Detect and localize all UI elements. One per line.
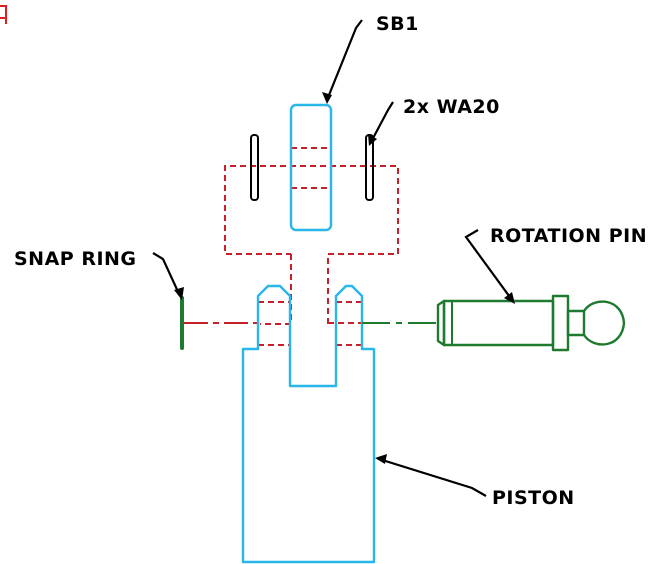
corner-mark [0,5,7,24]
pin-neck [566,309,586,337]
leader-sb1 [325,19,363,101]
label-washers: 2x WA20 [403,96,500,118]
arrow-snap-ring [174,287,184,300]
pin-shaft [442,299,555,347]
leader-lines [152,19,515,497]
leader-piston [378,457,487,497]
pin-collar [551,294,570,352]
arrow-sb1 [322,92,332,104]
leader-rotation-pin [464,229,513,301]
leader-snap-ring [152,252,181,297]
sb1-part [289,103,333,232]
washer-left [250,134,259,201]
label-sb1: SB1 [376,13,419,35]
piston-part [241,284,376,564]
arrow-washers [368,134,377,146]
arrow-piston [375,454,387,464]
label-rotation-pin: ROTATION PIN [490,225,647,247]
leader-washers [370,101,394,143]
label-piston: PISTON [492,487,575,509]
rotation-pin-part [362,294,626,352]
pin-ball [583,300,626,346]
label-snap-ring: SNAP RING [14,248,137,270]
arrow-rotation-pin [504,292,515,304]
